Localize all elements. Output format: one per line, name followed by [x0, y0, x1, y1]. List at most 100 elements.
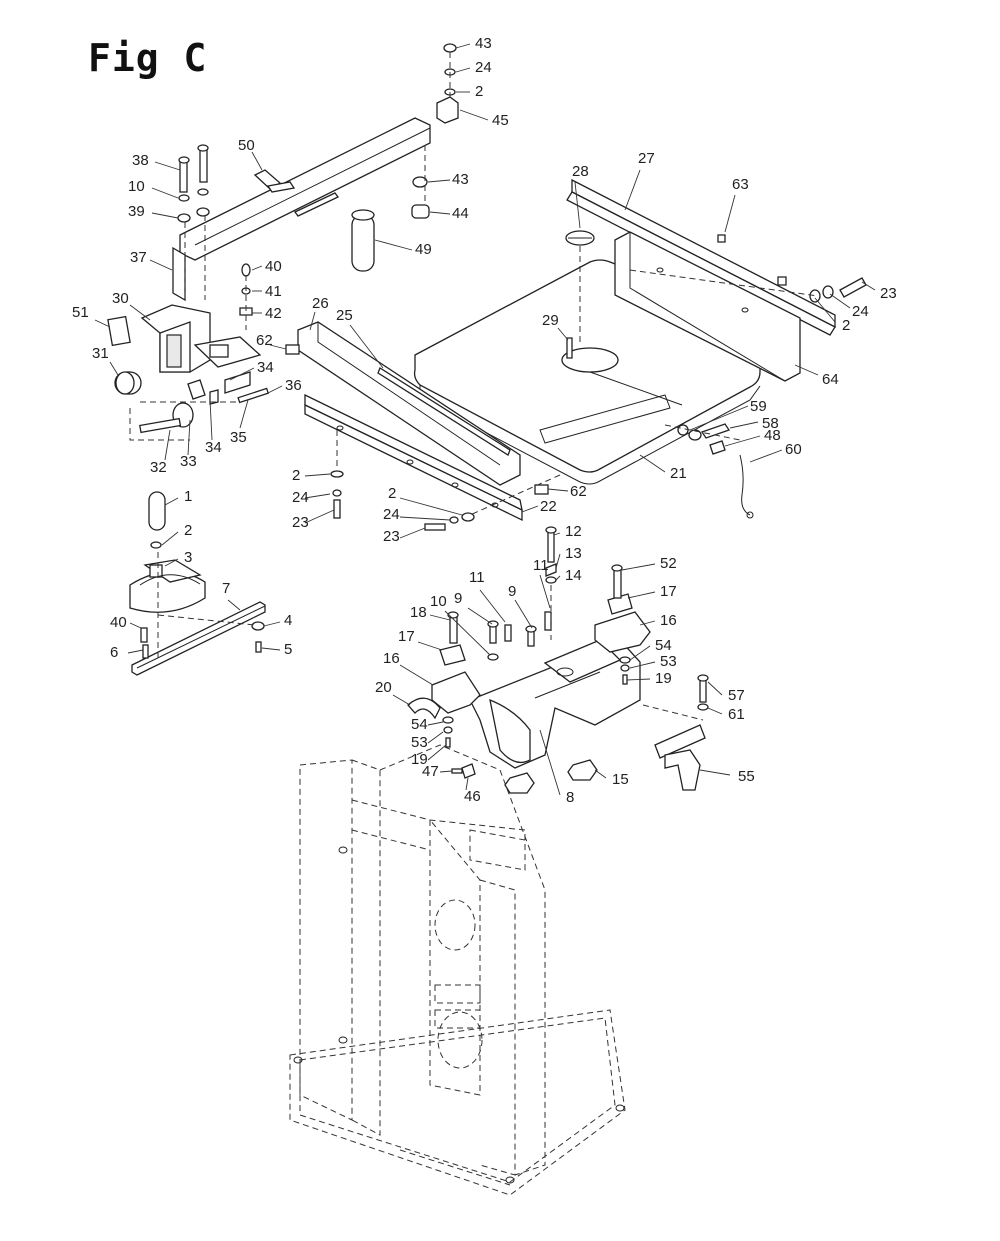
leader-line-c24b [829, 293, 851, 309]
callout-label-c34a: 34 [257, 359, 274, 376]
leader-line-c51 [94, 319, 111, 328]
callout-label-c35: 35 [230, 429, 247, 446]
leader-line-c10b [444, 610, 491, 656]
callout-label-c32: 32 [150, 459, 167, 476]
leader-line-c30 [129, 304, 151, 321]
leader-line-c53a [629, 661, 656, 669]
leader-line-c19b [427, 744, 447, 761]
leader-line-c39 [151, 212, 179, 219]
leader-line-c9a [514, 599, 533, 629]
callout-label-c39: 39 [128, 203, 145, 220]
leader-line-c34a [229, 367, 255, 381]
leader-line-c54a [629, 645, 651, 661]
callout-label-c27: 27 [638, 150, 655, 167]
leader-line-c64 [794, 364, 819, 376]
callout-label-c19a: 19 [655, 670, 672, 687]
callout-label-c62b: 62 [570, 483, 587, 500]
callout-label-c53a: 53 [660, 653, 677, 670]
leader-line-c34b [209, 399, 213, 441]
callout-label-c54b: 54 [411, 716, 428, 733]
leader-line-c52 [621, 563, 656, 571]
callout-label-c20: 20 [375, 679, 392, 696]
cabinet-stand [289, 744, 626, 1196]
leader-line-c29 [557, 327, 569, 341]
callout-label-c48: 48 [764, 427, 781, 444]
leader-line-c3 [164, 558, 179, 567]
leader-line-c62a [269, 344, 287, 350]
leader-line-c17a [627, 591, 656, 599]
callout-label-c2a: 2 [475, 83, 483, 100]
callout-label-c2d: 2 [388, 485, 396, 502]
leader-line-c23b [304, 509, 335, 524]
callout-label-c10b: 10 [430, 593, 447, 610]
callout-label-c53b: 53 [411, 734, 428, 751]
figure-title: Fig C [88, 36, 208, 80]
callout-label-c2c: 2 [292, 467, 300, 484]
leader-line-c44 [429, 211, 451, 215]
callout-label-c11b: 11 [469, 569, 485, 586]
callout-label-c52: 52 [660, 555, 677, 572]
callout-label-c37: 37 [130, 249, 147, 266]
callout-label-c16a: 16 [660, 612, 677, 629]
leader-line-c17b [417, 641, 443, 651]
leader-line-c53b [427, 731, 444, 744]
leader-line-c38 [154, 161, 181, 171]
callout-label-c14: 14 [565, 567, 582, 584]
leader-line-c13 [555, 553, 561, 569]
callout-label-c10a: 10 [128, 178, 145, 195]
callout-label-c49: 49 [415, 241, 432, 258]
leader-line-c50 [251, 151, 263, 171]
leader-line-c32 [164, 429, 171, 461]
callout-label-c21: 21 [670, 465, 687, 482]
callout-label-c17b: 17 [398, 628, 415, 645]
callout-label-c29: 29 [542, 312, 559, 329]
leader-line-c45 [459, 109, 489, 121]
callout-label-c28: 28 [572, 163, 589, 180]
rip-fence [172, 43, 459, 302]
callout-label-c23c: 23 [383, 528, 400, 545]
leader-line-c18 [429, 614, 451, 621]
leader-line-c25 [349, 324, 384, 369]
leader-line-c6 [127, 649, 144, 654]
leader-line-c59 [689, 405, 749, 431]
leader-line-c14 [555, 575, 561, 581]
callout-label-c19b: 19 [411, 751, 428, 768]
callout-label-c36: 36 [285, 377, 302, 394]
callout-label-c58: 58 [762, 415, 779, 432]
leader-line-c4 [263, 621, 281, 627]
callout-label-c11a: 11 [533, 557, 549, 574]
miter-gauge [129, 491, 266, 676]
callout-label-c23b: 23 [292, 514, 309, 531]
callout-label-c42: 42 [265, 305, 282, 322]
callout-label-c6: 6 [110, 644, 118, 661]
callout-label-c55: 55 [738, 768, 755, 785]
callout-label-c30: 30 [112, 290, 129, 307]
leader-line-c37 [149, 259, 173, 271]
leader-line-c27 [624, 169, 641, 211]
callout-label-c51: 51 [72, 304, 89, 321]
leader-line-c10a [151, 187, 179, 199]
rear-rail-assembly [566, 178, 867, 382]
callout-label-c4: 4 [284, 612, 292, 629]
leader-line-c49 [374, 239, 413, 251]
leader-line-c31 [109, 361, 119, 376]
callout-label-c24a: 24 [475, 59, 492, 76]
leader-line-c2b [814, 297, 836, 323]
leader-line-c12 [553, 532, 561, 536]
callout-labels: 4324245434449503810393740414251303126256… [72, 35, 897, 806]
leader-line-c62b [547, 488, 569, 492]
leader-line-c19a [626, 678, 651, 681]
callout-label-c43b: 43 [452, 171, 469, 188]
callout-label-c1: 1 [184, 488, 192, 505]
leader-line-c57 [707, 681, 723, 696]
callout-label-c13: 13 [565, 545, 582, 562]
callout-label-c61: 61 [728, 706, 745, 723]
leader-line-c63 [724, 194, 736, 233]
callout-label-c22: 22 [540, 498, 557, 515]
callout-label-c64: 64 [822, 371, 839, 388]
callout-label-c25: 25 [336, 307, 353, 324]
leader-line-c58 [729, 421, 759, 429]
leader-line-c7 [227, 599, 241, 611]
